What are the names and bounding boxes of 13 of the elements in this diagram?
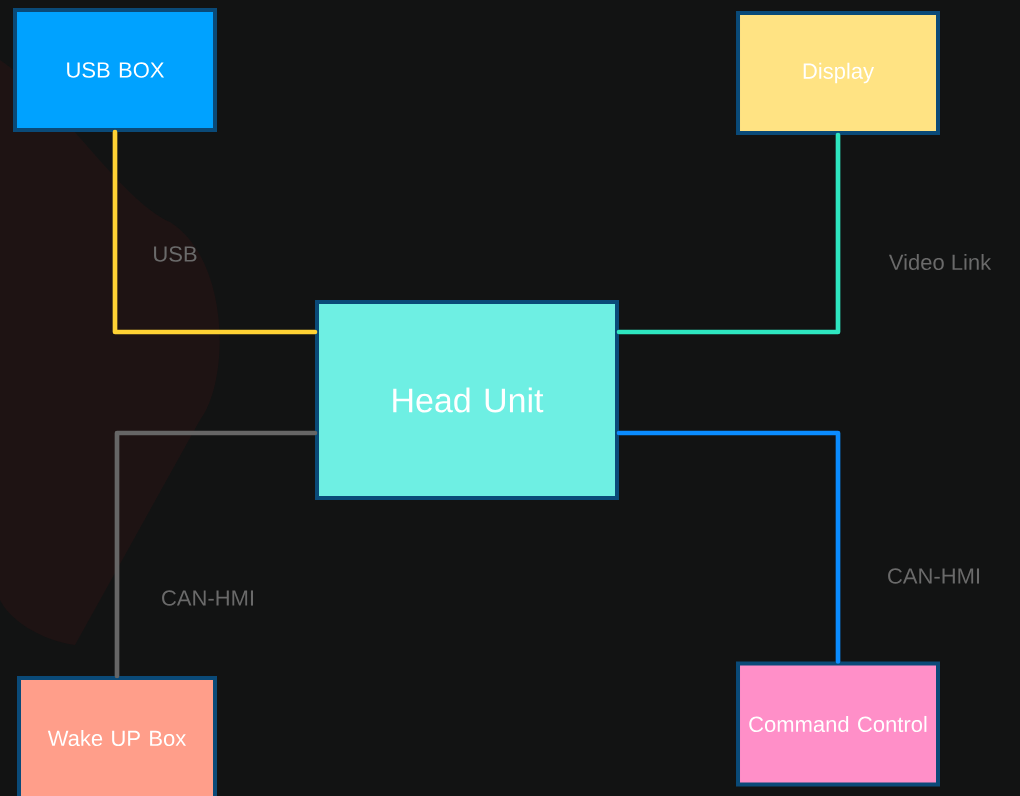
- unit-box: USB BOX: [13, 8, 217, 132]
- edge-label: USB: [154, 246, 197, 262]
- edge-label: Video Link: [888, 253, 992, 271]
- unit-box: Wake UP Box: [17, 676, 217, 796]
- unit-box: Head Unit: [315, 300, 619, 500]
- connector-line: [114, 430, 318, 679]
- unit-box: Display: [736, 11, 940, 135]
- unit-box: Command Control: [736, 661, 940, 787]
- edge-label: CAN-HMI: [888, 568, 979, 584]
- connector-line: [616, 430, 841, 664]
- connector-line: [616, 132, 841, 335]
- connector-line: [112, 129, 318, 335]
- edge-label: CAN-HMI: [162, 590, 253, 606]
